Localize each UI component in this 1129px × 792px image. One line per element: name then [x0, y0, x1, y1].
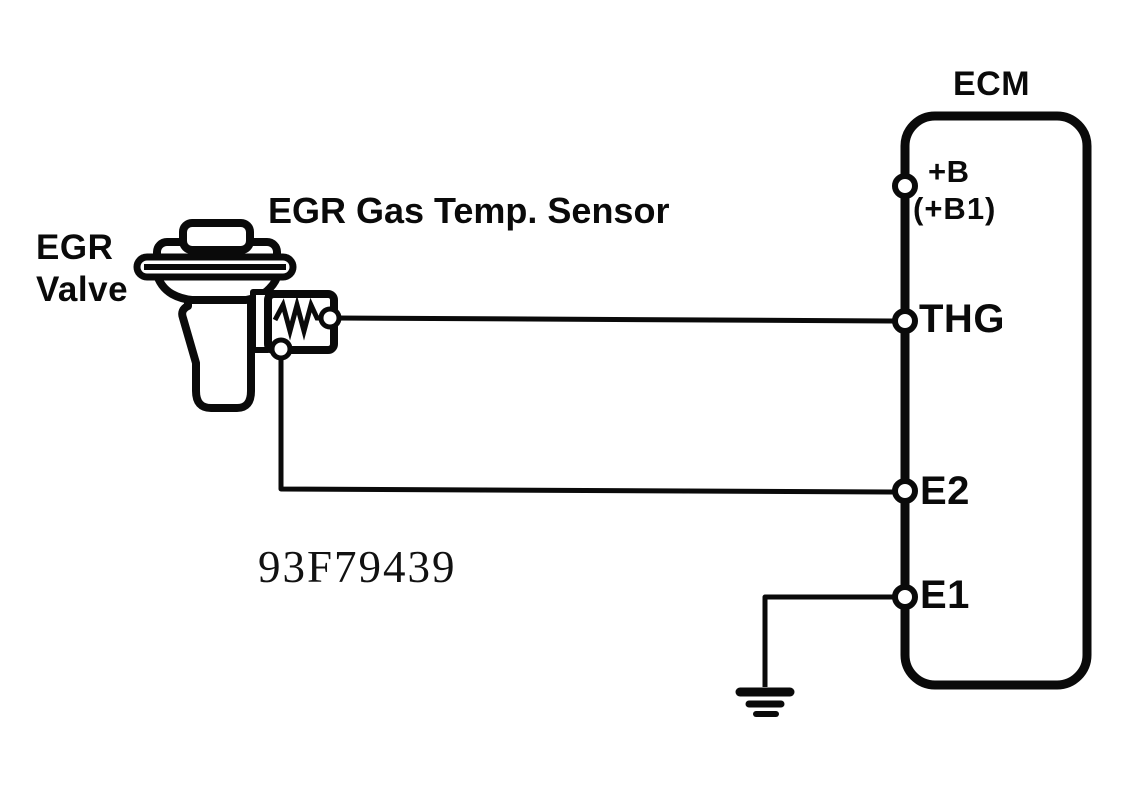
egr-valve-label: EGR Valve	[36, 228, 129, 309]
ecm-terminals	[892, 173, 918, 610]
egr-gas-temp-sensor-label: EGR Gas Temp. Sensor	[268, 190, 670, 231]
terminal-b-plus	[892, 173, 918, 199]
ecm-label: ECM	[953, 65, 1031, 103]
terminal-e1-label: E1	[920, 573, 970, 617]
egr-valve-cap	[179, 219, 254, 254]
sensor-terminal-signal	[318, 306, 342, 330]
terminal-e1	[892, 584, 918, 610]
wire-e1-to-ground	[762, 594, 899, 687]
terminal-thg-label: THG	[919, 297, 1005, 341]
terminal-b-plus-label: +B	[928, 154, 970, 189]
wires	[278, 315, 900, 687]
resistor-zigzag-icon	[272, 295, 324, 341]
ecm-box	[900, 111, 1092, 690]
egr-gas-temp-sensor-symbol	[264, 290, 342, 361]
figure-id: 93F79439	[258, 542, 457, 592]
egr-valve-body	[178, 294, 255, 412]
terminal-b-plus-sublabel: (+B1)	[913, 191, 997, 226]
sensor-terminal-ground	[269, 337, 293, 361]
terminal-thg	[892, 308, 918, 334]
terminal-e2-label: E2	[920, 469, 970, 513]
terminal-e2	[892, 478, 918, 504]
chassis-ground-icon	[735, 687, 795, 717]
wire-sensor-to-e2	[278, 355, 900, 495]
wire-sensor-to-thg	[335, 315, 900, 324]
